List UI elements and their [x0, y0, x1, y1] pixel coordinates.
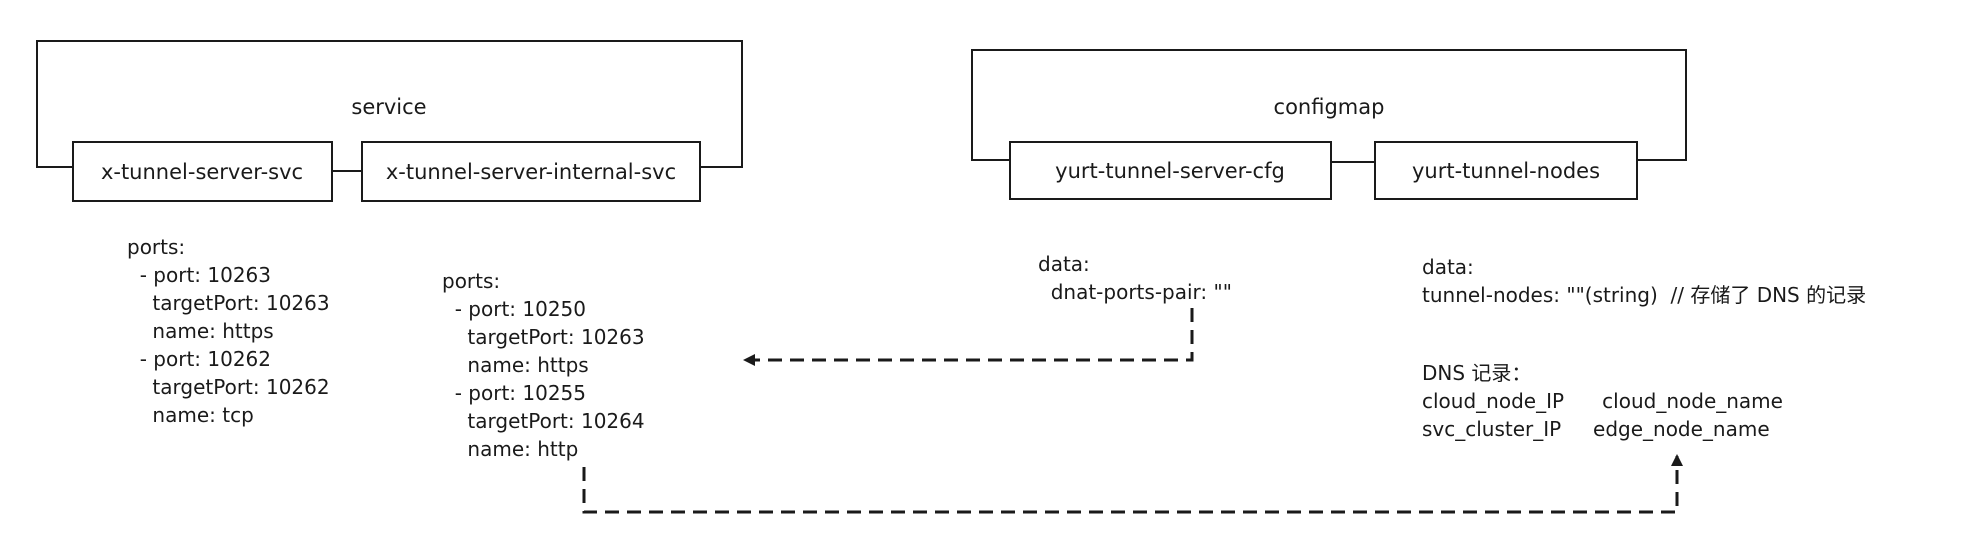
svc-ports-line: name: https [127, 319, 274, 343]
configmap-group: configmap yurt-tunnel-server-cfg yurt-tu… [971, 49, 1687, 200]
nodes-data-text: data: tunnel-nodes: ""(string) // 存储了 DN… [1422, 253, 1866, 309]
dns-arrow [582, 454, 1683, 514]
service-group-outline [36, 40, 743, 168]
dns-records-line: DNS 记录： [1422, 361, 1532, 385]
svc-ports-line: targetPort: 10262 [127, 375, 330, 399]
cfg-data-line: dnat-ports-pair: "" [1038, 280, 1232, 304]
cfg-data-text: data: dnat-ports-pair: "" [1038, 250, 1232, 306]
dns-records-line: cloud_node_IP cloud_node_name [1422, 389, 1783, 413]
service-group-title: service [351, 95, 426, 119]
x-tunnel-server-svc-label: x-tunnel-server-svc [101, 160, 303, 184]
dns-records-text: DNS 记录： cloud_node_IP cloud_node_name sv… [1422, 359, 1783, 443]
svc-ports-text: ports: - port: 10263 targetPort: 10263 n… [127, 233, 330, 429]
dns-records-line: svc_cluster_IP edge_node_name [1422, 417, 1770, 441]
internal-ports-text: ports: - port: 10250 targetPort: 10263 n… [442, 267, 645, 463]
configmap-group-title: configmap [1274, 95, 1385, 119]
x-tunnel-server-internal-svc-label: x-tunnel-server-internal-svc [386, 160, 676, 184]
svc-ports-line: ports: [127, 235, 186, 259]
internal-ports-line: name: https [442, 353, 589, 377]
internal-ports-line: ports: [442, 269, 501, 293]
internal-ports-line: targetPort: 10264 [442, 409, 645, 433]
service-group: service x-tunnel-server-svc x-tunnel-ser… [36, 40, 743, 202]
svc-ports-line: - port: 10262 [127, 347, 272, 371]
x-tunnel-server-svc-box [72, 141, 333, 202]
internal-ports-line: - port: 10250 [442, 297, 587, 321]
cfg-data-line: data: [1038, 252, 1090, 276]
dnat-arrow [743, 308, 1194, 366]
internal-ports-line: - port: 10255 [442, 381, 587, 405]
nodes-data-line: data: [1422, 255, 1474, 279]
svc-ports-line: name: tcp [127, 403, 254, 427]
internal-ports-line: targetPort: 10263 [442, 325, 645, 349]
yurt-tunnel-server-cfg-label: yurt-tunnel-server-cfg [1055, 159, 1285, 183]
yurt-tunnel-nodes-box [1374, 141, 1638, 200]
internal-ports-line: name: http [442, 437, 579, 461]
configmap-group-outline [971, 49, 1687, 161]
x-tunnel-server-internal-svc-box [361, 141, 701, 202]
svc-ports-line: targetPort: 10263 [127, 291, 330, 315]
svc-ports-line: - port: 10263 [127, 263, 272, 287]
yurt-tunnel-nodes-label: yurt-tunnel-nodes [1412, 159, 1600, 183]
yurt-tunnel-server-cfg-box [1009, 141, 1332, 200]
nodes-data-line: tunnel-nodes: ""(string) // 存储了 DNS 的记录 [1422, 283, 1867, 307]
